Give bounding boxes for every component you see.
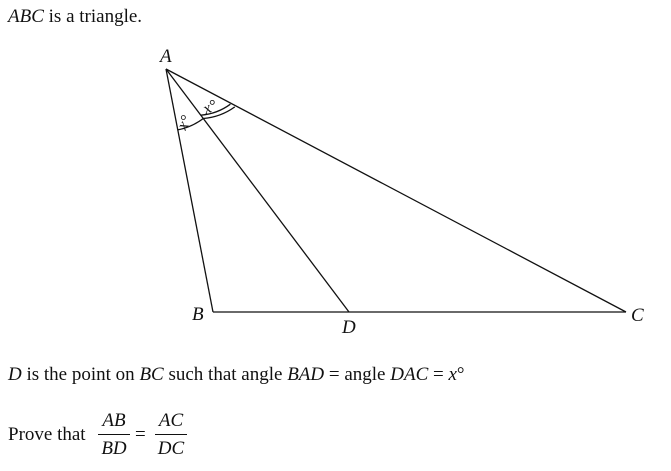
- angle-arc-dac-outer: [200, 103, 231, 116]
- statement-degree: °: [456, 364, 465, 385]
- label-c: C: [631, 305, 644, 326]
- label-d: D: [341, 317, 356, 338]
- statement-text-1: is the point on: [21, 364, 140, 385]
- fraction-right-denominator: DC: [157, 438, 185, 459]
- statement-x: x: [448, 364, 457, 385]
- bisector-ad: [165, 68, 350, 313]
- statement-d: D: [8, 364, 22, 385]
- fraction-ab-bd: AB BD: [98, 410, 130, 460]
- intro-text: is a triangle.: [43, 6, 143, 27]
- statement-bad: BAD: [287, 364, 325, 385]
- statement-dac: DAC: [390, 364, 429, 385]
- fraction-left-denominator: BD: [101, 438, 127, 459]
- angle-label-bad: x°: [174, 112, 196, 133]
- side-ab: [165, 68, 214, 313]
- fraction-right-bar: [155, 434, 187, 435]
- fraction-ac-dc: AC DC: [155, 410, 187, 460]
- label-a: A: [158, 46, 172, 67]
- angle-arc-dac: [203, 106, 236, 120]
- fraction-left-bar: [98, 434, 130, 435]
- angle-arc-bad: [177, 117, 204, 131]
- statement-text-3: = angle: [324, 364, 391, 385]
- prove-label: Prove that: [8, 424, 86, 445]
- statement-equals: =: [428, 364, 449, 385]
- equals-sign: =: [135, 424, 146, 445]
- statement-text-2: such that angle: [163, 364, 288, 385]
- side-ac: [165, 68, 627, 313]
- condition-statement: D is the point on BC such that angle BAD…: [8, 364, 465, 386]
- label-b: B: [192, 304, 204, 325]
- fraction-right-numerator: AC: [158, 410, 184, 431]
- question-intro: ABC is a triangle.: [8, 6, 142, 28]
- statement-bc: BC: [139, 364, 164, 385]
- fraction-left-numerator: AB: [102, 410, 126, 431]
- triangle-name: ABC: [8, 6, 44, 27]
